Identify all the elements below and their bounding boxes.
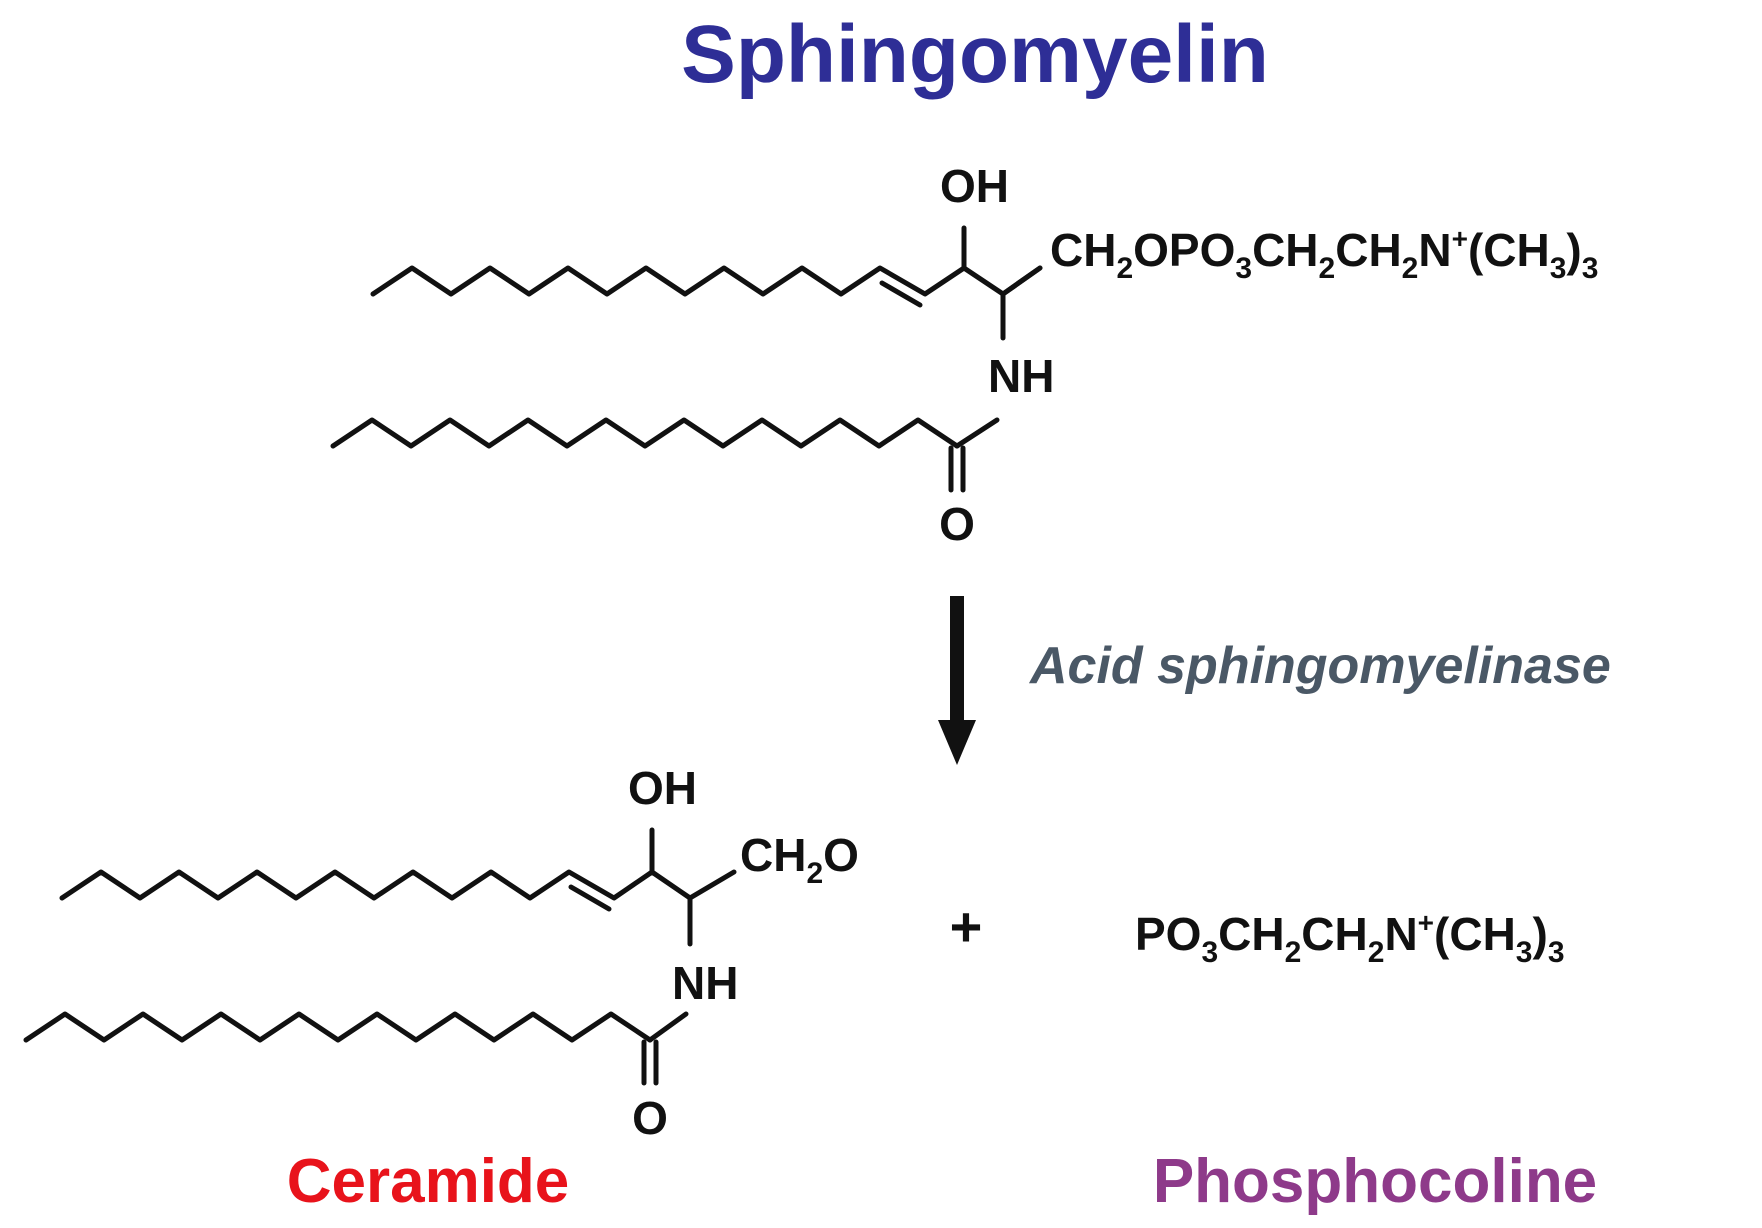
acyl-chain [330,417,960,449]
formula-part-n: (CH [1434,908,1516,960]
ceramide-amide-nh: NH [672,957,738,1009]
formula-part-sup: + [1418,907,1434,938]
formula-part-sub: 3 [1516,936,1533,969]
formula-part-n: CH [1301,908,1367,960]
ceramide-carbonyl-o: O [632,1092,668,1144]
substrate-headgroup-formula: CH2OPO3CH2CH2N+(CH3)3 [1050,223,1598,285]
formula-part-n: N [1418,224,1451,276]
sphingomyelin-structure: OH CH2OPO3CH2CH2N+(CH3)3 NH O [330,160,1598,550]
reaction-arrow [938,596,976,765]
ceramide-bond-n-carbonyl [647,1011,689,1043]
phosphocoline-label: Phosphocoline [1153,1147,1597,1216]
plus-sign: + [950,895,983,958]
formula-part-sub: 2 [1368,936,1385,969]
enzyme-label: Acid sphingomyelinase [1028,637,1611,695]
substrate-hydroxyl: OH [940,160,1009,212]
formula-part-sub: 3 [1582,252,1599,285]
formula-part-n: CH [1252,224,1318,276]
substrate-amide-nh: NH [988,350,1054,402]
ceramide-double-bond-line [568,884,612,912]
formula-part-n: N [1384,908,1417,960]
formula-part-n: CH [1218,908,1284,960]
ceramide-structure: OH CH2O NH O [23,762,859,1144]
formula-part-sub: 2 [1402,252,1419,285]
formula-part-n: OPO [1133,224,1235,276]
formula-part-n: CH [740,829,806,881]
formula-part-sub: 2 [806,857,823,890]
bond-c2-c1 [1000,265,1043,297]
bond-n-carbonyl [954,417,1000,449]
formula-part-sub: 3 [1548,936,1565,969]
formula-part-sup: + [1452,223,1468,254]
ceramide-ch2o-formula: CH2O [740,829,859,890]
formula-part-n: O [823,829,859,881]
formula-part-sub: 3 [1235,252,1252,285]
ceramide-acyl-chain [23,1011,653,1043]
phosphocoline-formula: PO3CH2CH2N+(CH3)3 [1135,907,1565,969]
ceramide-label: Ceramide [287,1147,570,1216]
formula-part-n: PO [1135,908,1201,960]
formula-part-sub: 3 [1201,936,1218,969]
title-sphingomyelin: Sphingomyelin [681,9,1269,100]
substrate-carbonyl-o: O [939,498,975,550]
formula-part-n: ) [1532,908,1547,960]
formula-part-n: CH [1050,224,1116,276]
ceramide-hydroxyl: OH [628,762,697,814]
formula-part-sub: 2 [1319,252,1336,285]
arrow-shaft [950,596,964,726]
ceramide-sphingosine-chain [59,869,737,901]
arrow-head [938,720,976,765]
formula-part-n: ) [1566,224,1581,276]
formula-part-n: CH [1335,224,1401,276]
formula-part-sub: 2 [1116,252,1133,285]
sphingosine-chain [370,265,1043,297]
formula-part-n: (CH [1468,224,1550,276]
formula-part-sub: 3 [1550,252,1567,285]
double-bond-line [879,280,923,308]
formula-part-sub: 2 [1285,936,1302,969]
